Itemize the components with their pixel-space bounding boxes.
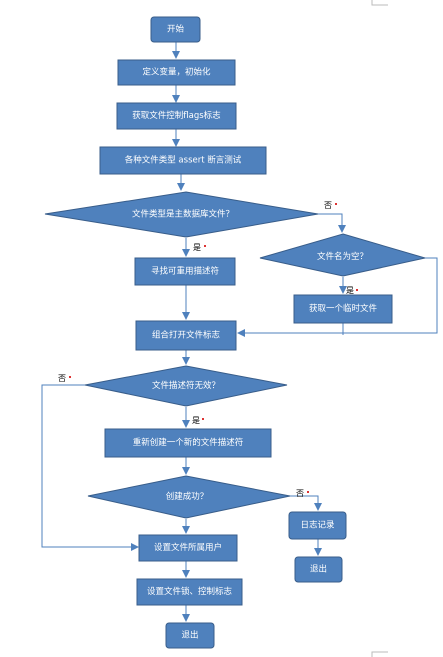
get-flags-node <box>116 102 237 130</box>
page-corner-marks <box>371 0 388 657</box>
fd-invalid-no-label: 否 <box>58 374 66 383</box>
fd-invalid-yes-label: 是 <box>192 416 200 425</box>
get-temp-node <box>293 294 393 324</box>
nodes <box>44 16 426 649</box>
start-node <box>150 16 201 43</box>
combine-flags-label: 组合打开文件标志 <box>152 330 221 341</box>
assert-test-label: 各种文件类型 assert 断言测试 <box>125 155 242 166</box>
get-temp-label: 获取一个临时文件 <box>309 303 378 314</box>
init-node <box>117 59 236 86</box>
edge-maindb-nameempty <box>318 213 346 233</box>
is-main-db-decision <box>44 191 319 238</box>
set-owner-label: 设置文件所属用户 <box>154 542 222 553</box>
recreate-fd-label: 重新创建一个新的文件描述符 <box>133 437 244 448</box>
fd-invalid-label: 文件描述符无效？ <box>152 380 220 391</box>
connectors <box>41 42 438 622</box>
exit-bottom-label: 退出 <box>181 630 198 641</box>
find-reuse-node <box>134 257 236 286</box>
combine-flags-node <box>135 320 237 351</box>
log-node <box>288 511 347 540</box>
get-flags-label: 获取文件控制flags标志 <box>132 110 221 121</box>
create-no-label: 否 <box>296 489 304 498</box>
start-label: 开始 <box>167 24 185 35</box>
is-main-db-label: 文件类型是主数据库文件？ <box>132 209 234 220</box>
exit-right-node <box>294 556 343 583</box>
find-reuse-label: 寻找可重用描述符 <box>151 266 219 277</box>
assert-test-node <box>99 146 267 175</box>
edge-fdinvalid-setowner <box>41 384 139 551</box>
recreate-fd-node <box>104 428 272 458</box>
main-db-no-label: 否 <box>324 201 332 210</box>
create-ok-decision <box>87 475 291 519</box>
node-labels: 开始 定义变量，初始化 获取文件控制flags标志 各种文件类型 assert … <box>125 24 378 641</box>
main-db-yes-label: 是 <box>193 243 201 252</box>
set-owner-node <box>138 534 238 562</box>
name-empty-yes-label: 是 <box>346 286 354 295</box>
edge-label-marks <box>69 203 358 493</box>
log-label: 日志记录 <box>300 520 335 531</box>
init-label: 定义变量，初始化 <box>142 67 211 78</box>
name-empty-decision <box>259 233 426 277</box>
edge-createok-log <box>290 495 322 511</box>
create-ok-label: 创建成功？ <box>166 491 209 502</box>
edge-nameempty-combine <box>237 257 438 337</box>
name-empty-label: 文件名为空？ <box>317 251 368 262</box>
set-lock-node <box>136 578 243 606</box>
fd-invalid-decision <box>84 365 288 407</box>
edge-labels: 否 是 是 否 是 否 <box>58 201 354 498</box>
exit-bottom-node <box>165 622 215 649</box>
set-lock-label: 设置文件锁、控制标志 <box>147 586 233 597</box>
exit-right-label: 退出 <box>310 564 327 575</box>
